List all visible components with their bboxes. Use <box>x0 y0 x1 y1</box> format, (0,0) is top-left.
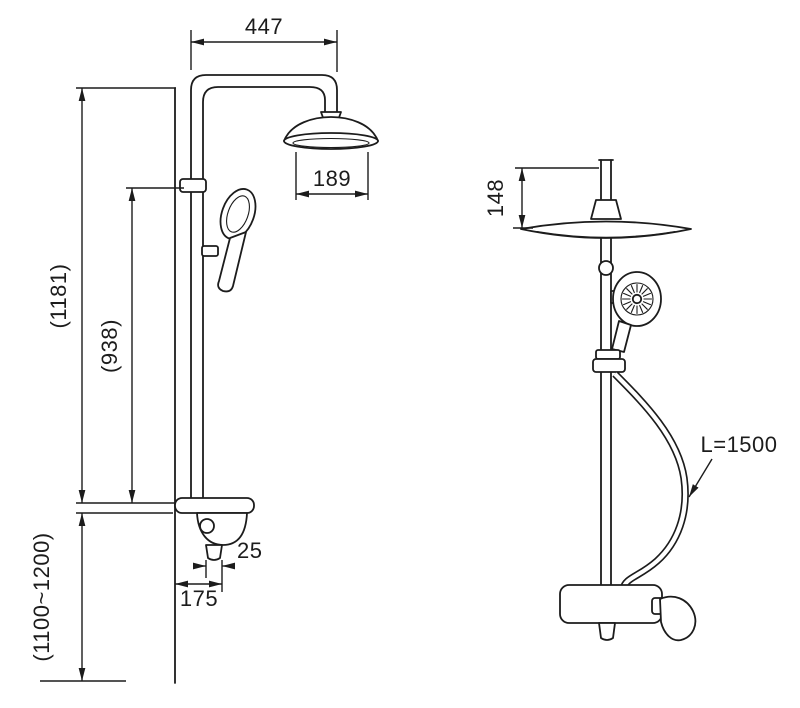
shelf-and-mixer-front <box>174 497 255 561</box>
slider-bracket-side <box>592 349 626 373</box>
slide-bracket <box>179 178 207 193</box>
dim-head-width: 189 <box>295 152 369 200</box>
shower-hose <box>612 371 689 591</box>
dim-head-depth: 148 <box>483 167 599 229</box>
mixer-outlet <box>598 622 616 641</box>
dim-slidebar-height-label: (938) <box>97 319 122 373</box>
dim-overall-height: (1181) <box>46 87 176 504</box>
front-view: 447 189 (1181) (938) (1100~1200) <box>29 14 379 684</box>
hand-shower-front <box>201 188 257 293</box>
overhead-shower-front <box>283 116 379 150</box>
dim-spout-width-label: 25 <box>237 538 262 563</box>
dim-head-depth-label: 148 <box>483 179 508 217</box>
pipe-union-joint <box>598 260 614 276</box>
dim-install-height: (1100~1200) <box>29 512 173 682</box>
dim-top-width: 447 <box>190 14 338 72</box>
hose-length-callout: L=1500 <box>688 432 777 498</box>
spout-front <box>205 544 223 561</box>
dim-spout-offset-label: 175 <box>180 586 218 611</box>
dim-spout-offset: 175 <box>175 578 223 611</box>
overhead-shower-side <box>520 220 692 239</box>
dim-overall-height-label: (1181) <box>46 264 71 329</box>
mixer-side <box>559 584 697 642</box>
side-view: 148 L=1500 <box>483 159 777 642</box>
spray-pattern <box>621 283 653 315</box>
dim-head-width-label: 189 <box>313 166 351 191</box>
mixer-lever <box>659 595 697 642</box>
dim-spout-width: 25 <box>193 538 262 578</box>
hose-length-label: L=1500 <box>700 432 777 457</box>
hand-shower-side <box>610 271 662 353</box>
dim-top-width-label: 447 <box>245 14 283 39</box>
dim-slidebar-height: (938) <box>97 187 184 503</box>
dim-install-height-label: (1100~1200) <box>29 532 54 661</box>
